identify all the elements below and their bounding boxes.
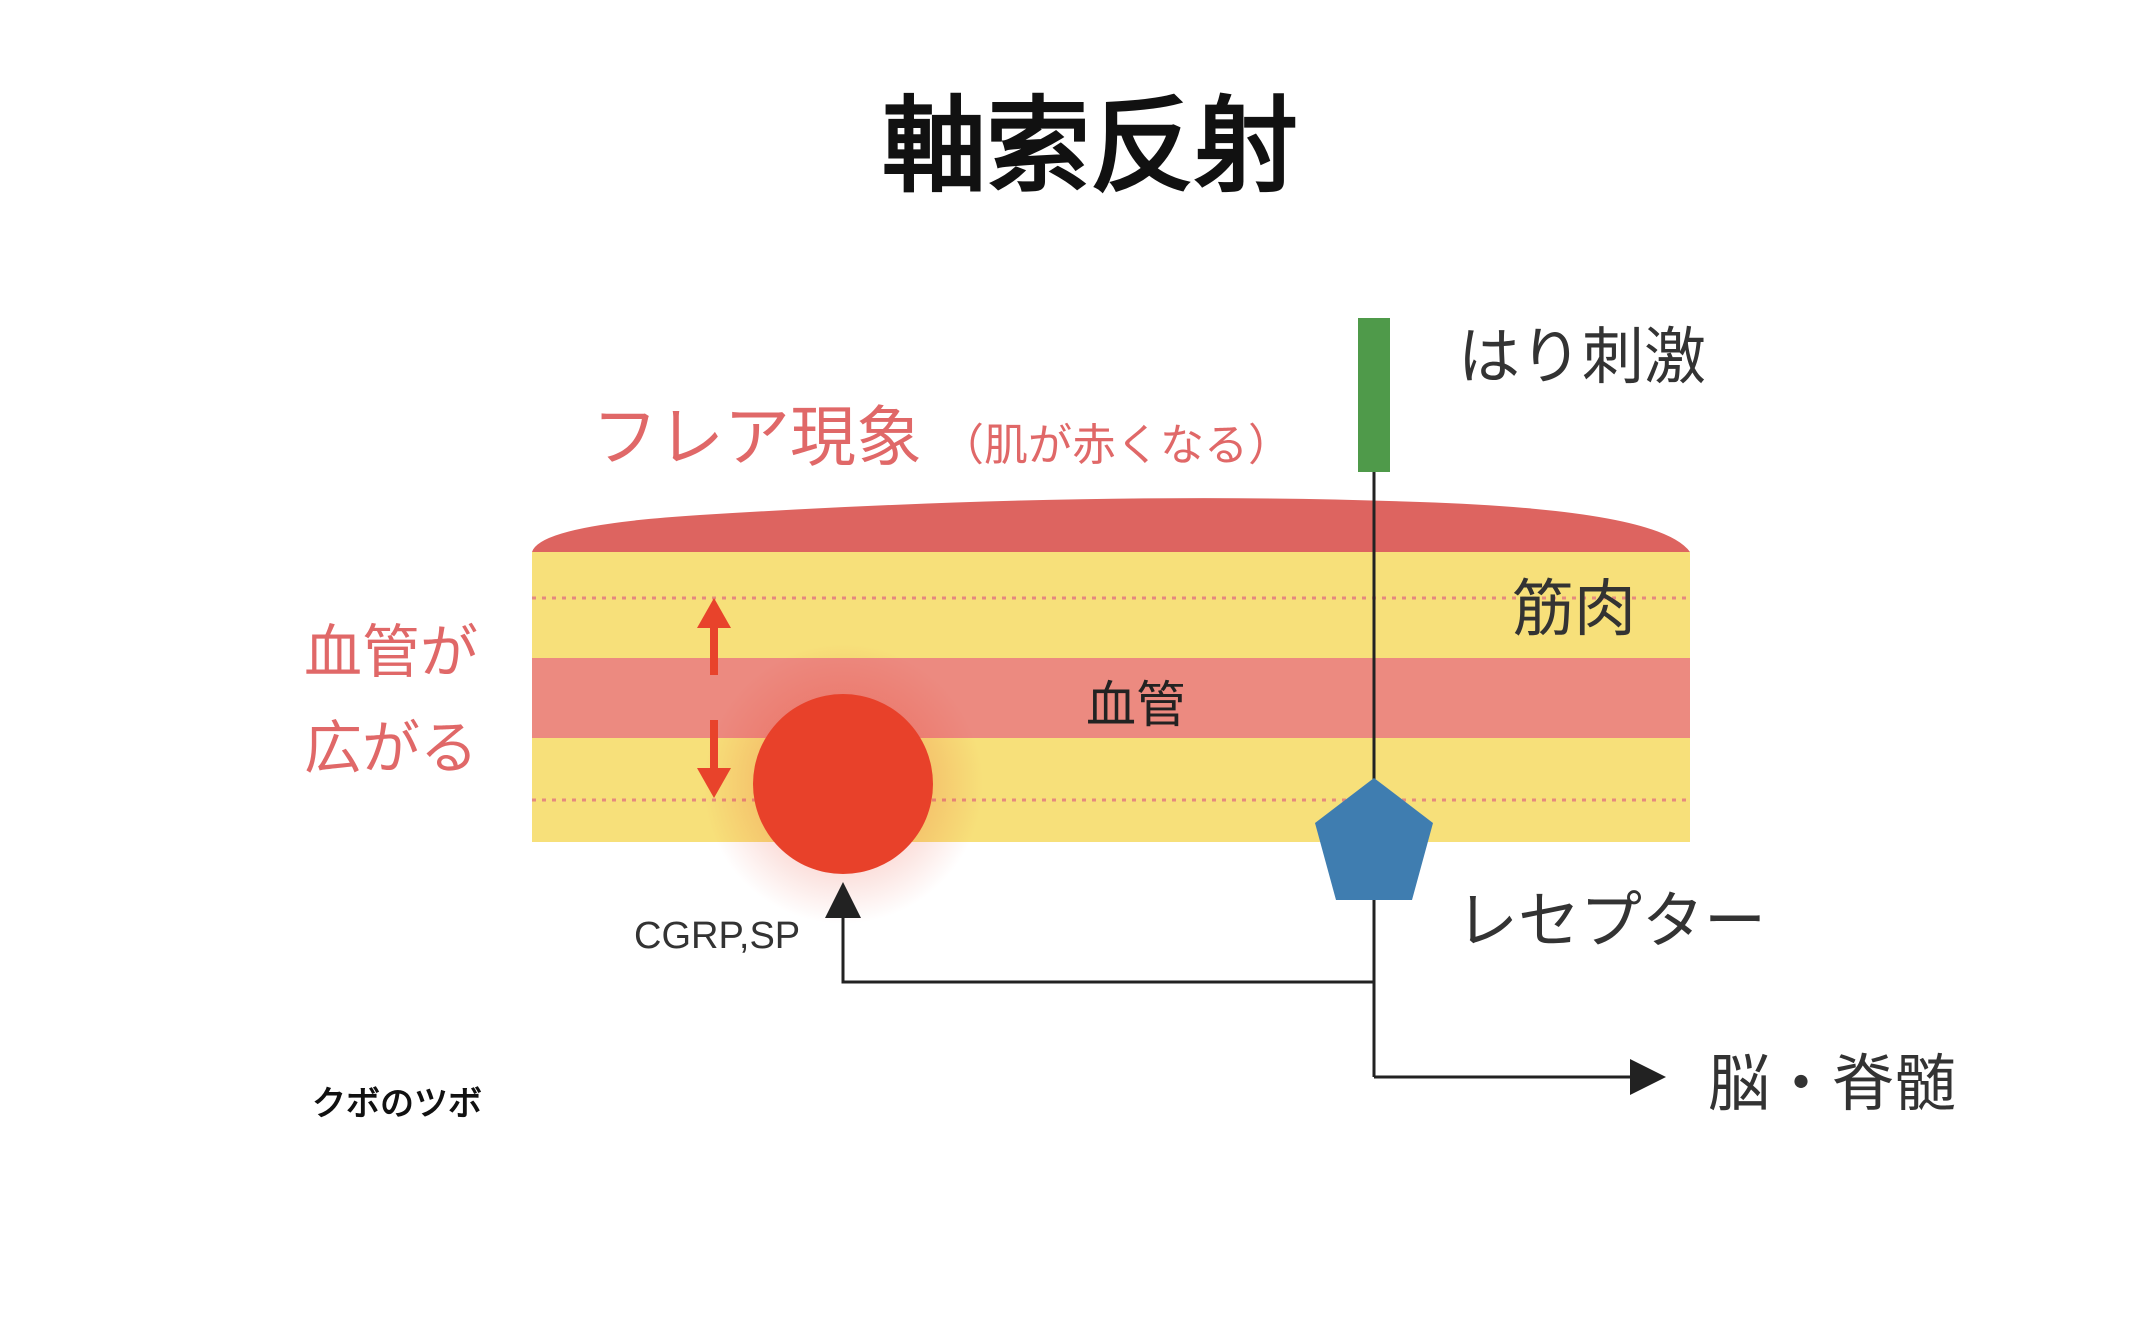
vessel-dilate-label-line2: 広がる [304, 714, 478, 782]
cgrp-sp-label: CGRP,SP [634, 915, 800, 957]
receptor-label: レセプター [1456, 884, 1766, 957]
vessel-dilate-label-line1: 血管が [304, 618, 478, 686]
cgrp-release-circle [753, 694, 933, 874]
flare-note-label: （肌が赤くなる） [940, 420, 1292, 471]
page-title: 軸索反射 [882, 85, 1298, 207]
credit-label: クボのツボ [312, 1084, 482, 1124]
muscle-label: 筋肉 [1512, 572, 1636, 645]
skin-layer [532, 498, 1690, 552]
vessel-label: 血管 [1086, 676, 1186, 734]
flare-label: フレア現象 [592, 399, 922, 476]
needle-stimulus-label: はり刺激 [1458, 320, 1706, 393]
axon-branch-arrow [825, 882, 1374, 984]
brain-spinal-cord-label: 脳・脊髄 [1708, 1047, 1956, 1120]
needle-icon [1358, 318, 1390, 472]
receptor-icon [1315, 778, 1433, 900]
vessel-expand-arrow-up [697, 598, 731, 675]
